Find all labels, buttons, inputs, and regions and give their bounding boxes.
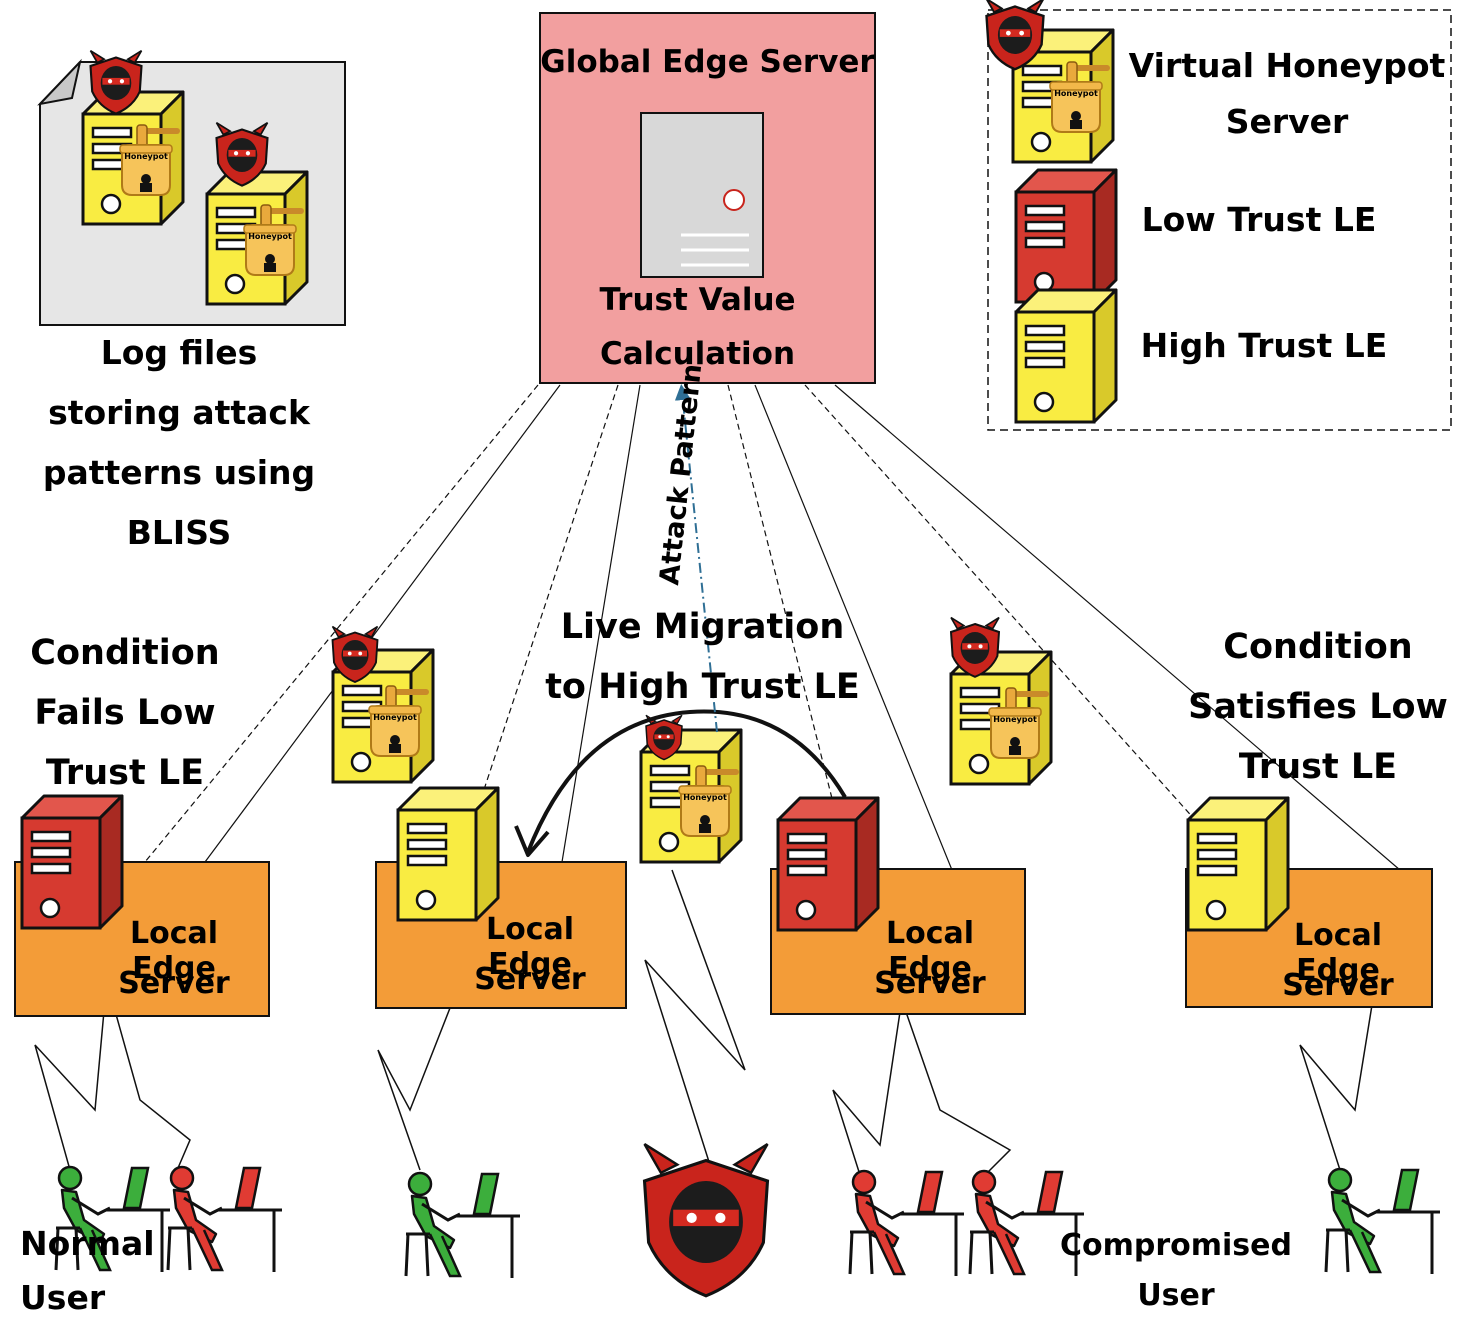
normal-user-icon-3 (1324, 1167, 1442, 1276)
condition-fails-line3: Trust LE (45, 753, 205, 793)
wireless-link-3 (377, 1007, 451, 1171)
link-solid-1 (204, 384, 561, 863)
normal-user-line1: Normal (20, 1224, 155, 1263)
high-trust-server-icon-2 (396, 786, 500, 922)
local-edge-4-line2: Server (1282, 968, 1394, 1003)
link-solid-4 (834, 384, 1401, 871)
log-files-line3: patterns using (42, 453, 316, 492)
honeypot-jar-label-5: Honeypot (683, 793, 727, 802)
local-edge-1-line2: Server (118, 966, 230, 1001)
log-files-line4: BLISS (126, 513, 232, 552)
legend-low-trust-icon (1014, 168, 1118, 304)
live-migration-line1: Live Migration (560, 607, 845, 647)
local-edge-3-line2: Server (874, 966, 986, 1001)
honeypot-server-icon-2 (639, 714, 743, 864)
link-dashed-3 (727, 384, 851, 871)
link-solid-3 (754, 384, 953, 871)
high-trust-server-icon-4 (1186, 796, 1290, 932)
legend-low-trust-label: Low Trust LE (1141, 200, 1377, 239)
attacker-icon (642, 1143, 770, 1298)
wireless-links (34, 869, 1373, 1176)
wireless-link-1 (34, 999, 106, 1171)
condition-satisfies-line2: Satisfies Low (1188, 687, 1448, 727)
low-trust-server-icon-1 (20, 794, 124, 930)
connection-lines (144, 384, 1401, 871)
compromised-user-line2: User (1137, 1278, 1215, 1313)
link-dashed-2 (459, 384, 619, 863)
condition-satisfies-line3: Trust LE (1238, 747, 1398, 787)
compromised-user-line1: Compromised (1060, 1228, 1292, 1263)
honeypot-server-icon-1 (331, 625, 435, 784)
log-files-line1: Log files (100, 333, 258, 372)
low-trust-server-icon-3 (776, 796, 880, 932)
legend-honeypot-icon (985, 0, 1115, 164)
wireless-link-2 (111, 999, 191, 1176)
log-files-line2: storing attack (48, 393, 310, 432)
honeypot-jar-label-2: Honeypot (248, 232, 292, 241)
wireless-link-6 (905, 1011, 1012, 1176)
local-edge-2-line2: Server (474, 962, 586, 997)
legend-honeypot-label-line2: Server (1225, 102, 1349, 141)
honeypot-jar-label-3: Honeypot (1054, 89, 1098, 98)
honeypot-jar-label-1: Honeypot (124, 152, 168, 161)
link-dashed-1 (144, 384, 539, 863)
condition-fails-line1: Condition (30, 633, 220, 673)
attack-pattern-arrow (674, 384, 718, 733)
wireless-link-5 (832, 1011, 901, 1176)
global-server-title: Global Edge Server (540, 44, 875, 80)
link-solid-2 (561, 384, 641, 863)
wireless-link-7 (1299, 1004, 1373, 1171)
compromised-user-icon-1 (166, 1165, 284, 1274)
wireless-link-4 (644, 869, 746, 1166)
live-migration-arrow (514, 709, 847, 857)
honeypot-jar-label-6: Honeypot (993, 715, 1037, 724)
normal-user-icon-2 (404, 1171, 522, 1280)
legend-high-trust-icon (1014, 288, 1118, 424)
condition-fails-line2: Fails Low (34, 693, 216, 733)
condition-satisfies-line1: Condition (1223, 627, 1413, 667)
local-edge-3-line1: Local Edge (885, 916, 975, 986)
legend-honeypot-label-line1: Virtual Honeypot (1128, 46, 1446, 85)
trust-value-label: Trust Value (599, 282, 796, 318)
local-edge-2-line1: Local Edge (485, 912, 575, 982)
honeypot-jar-label-4: Honeypot (373, 713, 417, 722)
compromised-user-icon-2 (848, 1169, 966, 1278)
global-server-icon (640, 112, 764, 278)
calculation-label: Calculation (599, 336, 796, 372)
link-dashed-4 (804, 384, 1241, 871)
legend-high-trust-label: High Trust LE (1140, 326, 1388, 365)
live-migration-line2: to High Trust LE (545, 667, 860, 707)
local-edge-1-line1: Local Edge (129, 916, 219, 986)
normal-user-line2: User (20, 1278, 106, 1317)
local-edge-4-line1: Local Edge (1293, 918, 1383, 988)
